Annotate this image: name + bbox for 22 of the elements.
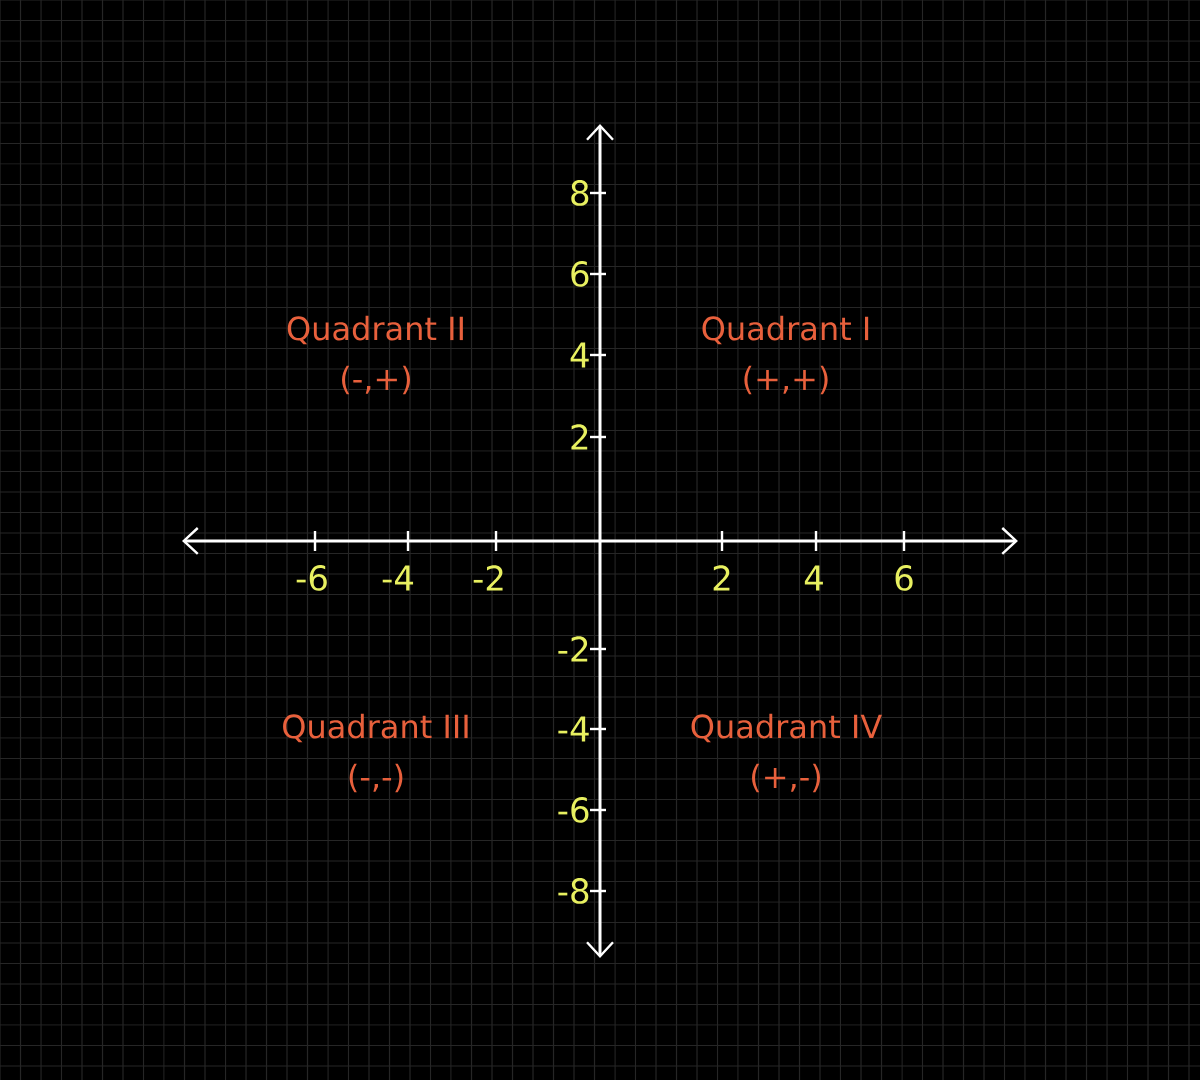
quadrant-label: (-,-) <box>349 763 403 793</box>
tick-label: 8 <box>571 180 589 206</box>
tick-label: -2 <box>558 636 588 662</box>
tick-label: 2 <box>571 424 588 450</box>
tick-label: 6 <box>895 565 913 591</box>
quadrant-label: Quadrant II <box>287 315 463 345</box>
quadrant-label: (-,+) <box>342 365 410 395</box>
tick-label: 6 <box>571 261 589 287</box>
tick-label: -4 <box>558 716 589 742</box>
tick-label: -6 <box>296 565 327 591</box>
tick-label: 4 <box>804 565 823 591</box>
tick-label: -4 <box>382 565 414 591</box>
quadrant-label: (+,+) <box>744 365 828 395</box>
quadrant-label: Quadrant I <box>702 315 869 345</box>
tick-label: 2 <box>713 565 730 591</box>
quadrant-label: (+,-) <box>752 763 820 793</box>
tick-label: 4 <box>570 342 589 368</box>
tick-label: -6 <box>558 797 589 823</box>
quadrant-label: Quadrant III <box>283 713 468 743</box>
tick-label: -8 <box>558 878 589 904</box>
tick-label: -2 <box>473 565 503 591</box>
quadrant-label: Quadrant IV <box>691 713 882 743</box>
